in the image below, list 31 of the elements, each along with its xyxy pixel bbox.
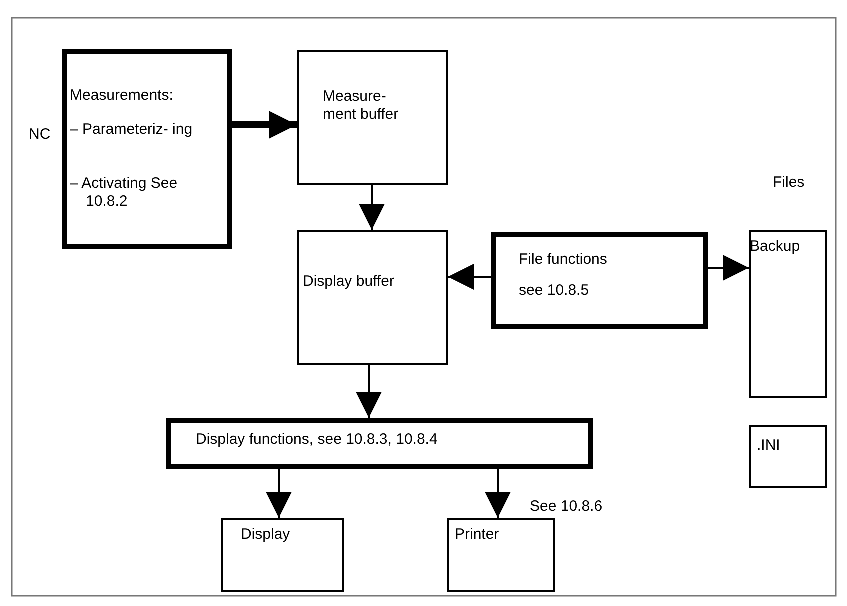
group-label: Files bbox=[773, 174, 805, 192]
box-text: Measure- ment buffer bbox=[323, 88, 400, 124]
process-box bbox=[166, 418, 593, 469]
arrow bbox=[232, 111, 297, 139]
box-text: Printer bbox=[455, 526, 500, 544]
box-text: – Parameteriz- ing bbox=[70, 121, 194, 139]
arrow bbox=[708, 255, 749, 281]
process-box bbox=[297, 230, 448, 365]
arrow bbox=[448, 264, 491, 290]
process-box bbox=[221, 518, 344, 592]
process-box bbox=[447, 518, 555, 592]
box-text: Backup bbox=[750, 238, 802, 256]
process-box bbox=[749, 425, 827, 488]
box-text: Display functions, see 10.8.3, 10.8.4 bbox=[196, 431, 439, 449]
side-note: See 10.8.6 bbox=[530, 498, 603, 516]
box-text: – Activating See 10.8.2 bbox=[70, 175, 179, 211]
box-text: Display bbox=[241, 526, 292, 544]
arrow bbox=[356, 365, 382, 418]
process-box bbox=[491, 232, 708, 329]
process-box bbox=[297, 50, 448, 185]
process-box bbox=[749, 230, 827, 398]
arrow bbox=[359, 185, 385, 230]
process-box bbox=[62, 49, 232, 249]
side-note: NC bbox=[29, 126, 51, 144]
box-text: File functions bbox=[519, 251, 608, 269]
box-text: Display buffer bbox=[303, 273, 396, 291]
box-text: see 10.8.5 bbox=[519, 282, 590, 300]
arrow bbox=[266, 469, 292, 518]
arrow bbox=[485, 469, 511, 518]
box-text: .INI bbox=[757, 437, 782, 455]
box-text: Measurements: bbox=[70, 87, 174, 105]
